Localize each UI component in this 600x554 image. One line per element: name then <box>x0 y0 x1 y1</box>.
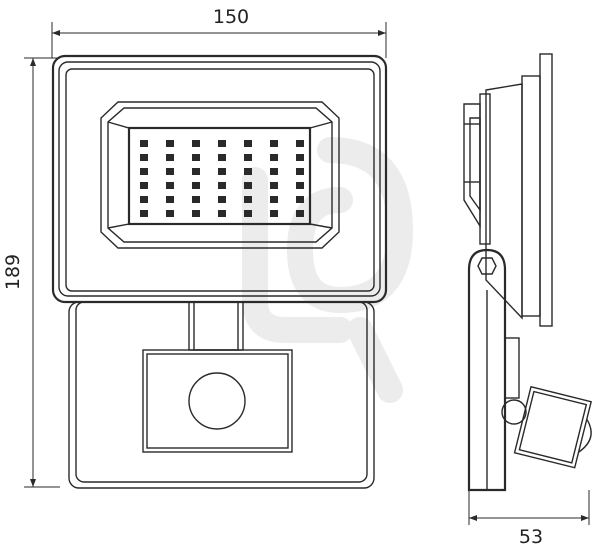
led-chip <box>244 182 252 189</box>
led-chip <box>218 168 226 175</box>
led-chip <box>166 182 174 189</box>
led-chip <box>140 154 148 161</box>
led-chip <box>244 140 252 147</box>
led-chip <box>218 210 226 217</box>
led-chip <box>166 196 174 203</box>
led-chip <box>166 210 174 217</box>
width-label: 150 <box>213 6 249 28</box>
led-chip <box>296 182 304 189</box>
side-view <box>463 53 593 492</box>
led-chip <box>270 182 278 189</box>
led-chip <box>192 154 200 161</box>
led-chip <box>296 196 304 203</box>
led-chip <box>218 140 226 147</box>
led-chip <box>192 196 200 203</box>
led-chip <box>166 140 174 147</box>
led-chip <box>140 196 148 203</box>
led-chip <box>270 154 278 161</box>
led-grid <box>140 140 304 217</box>
depth-dimension: 53 <box>468 490 590 548</box>
led-chip <box>296 168 304 175</box>
depth-label: 53 <box>519 526 543 548</box>
led-chip <box>140 140 148 147</box>
led-chip <box>192 210 200 217</box>
logo-watermark-icon <box>242 137 413 403</box>
led-chip <box>270 210 278 217</box>
led-chip <box>296 210 304 217</box>
led-chip <box>192 168 200 175</box>
led-chip <box>296 140 304 147</box>
led-chip <box>244 196 252 203</box>
led-chip <box>192 140 200 147</box>
led-chip <box>166 168 174 175</box>
led-chip <box>244 154 252 161</box>
led-chip <box>140 168 148 175</box>
hex-bolt-icon <box>477 257 497 275</box>
led-chip <box>296 154 304 161</box>
led-chip <box>218 182 226 189</box>
led-chip <box>270 196 278 203</box>
led-chip <box>140 210 148 217</box>
front-view <box>51 54 388 489</box>
led-chip <box>270 168 278 175</box>
led-chip <box>192 182 200 189</box>
height-label: 189 <box>2 254 24 290</box>
led-chip <box>140 182 148 189</box>
height-dimension: 189 <box>2 57 60 488</box>
led-chip <box>218 196 226 203</box>
led-chip <box>244 168 252 175</box>
motion-sensor-icon <box>188 372 246 430</box>
led-chip <box>270 140 278 147</box>
led-chip <box>218 154 226 161</box>
led-chip <box>244 210 252 217</box>
led-chip <box>166 154 174 161</box>
width-dimension: 150 <box>51 6 387 58</box>
